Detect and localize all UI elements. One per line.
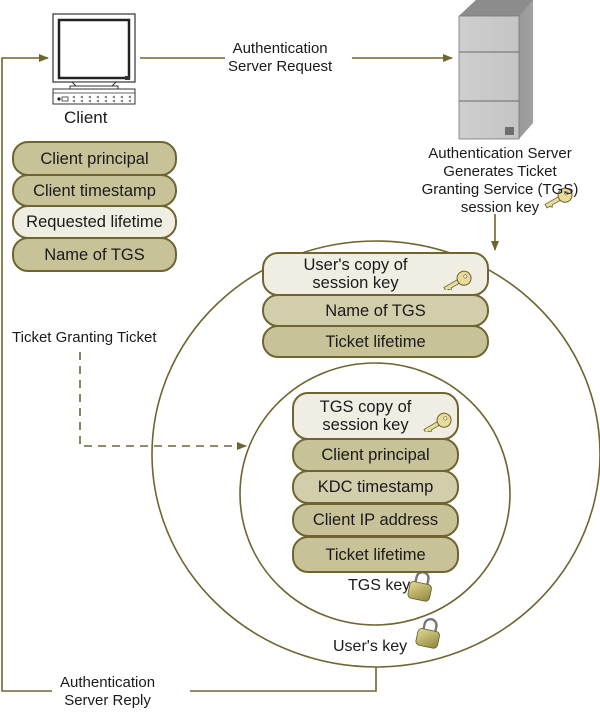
field-ticket-lifetime: Ticket lifetime xyxy=(292,536,459,573)
field-client-ip-address: Client IP address xyxy=(292,503,459,537)
reply-label: Authentication Server Reply xyxy=(60,674,155,710)
server-caption-line: session key xyxy=(460,199,540,216)
field-line: session key xyxy=(322,416,409,434)
server-caption-line: Granting Service (TGS) xyxy=(421,181,579,198)
field-line: session key xyxy=(312,274,399,292)
field-line: User's copy of xyxy=(303,256,408,274)
tgt-dashed-arrow xyxy=(79,352,247,450)
key-icon xyxy=(544,187,573,209)
reply-return-line xyxy=(1,54,52,692)
field-client-principal: Client principal xyxy=(292,438,459,472)
field-ticket-lifetime: Ticket lifetime xyxy=(262,325,489,358)
users-key-envelope-circle xyxy=(151,240,600,668)
client-label: Client xyxy=(64,108,108,127)
server-caption: Authentication Server Generates Ticket G… xyxy=(410,145,590,217)
field-requested-lifetime: Requested lifetime xyxy=(12,205,177,239)
server-tower-icon xyxy=(458,0,533,140)
field-name-of-tgs: Name of TGS xyxy=(12,237,177,272)
reply-label-line2: Server Reply xyxy=(64,692,151,709)
client-computer-icon xyxy=(52,13,136,105)
request-label: Authentication Server Request xyxy=(228,40,332,76)
users-key-label: User's key xyxy=(333,638,408,655)
padlock-icon xyxy=(407,570,432,602)
field-line: TGS copy of xyxy=(319,398,412,416)
key-icon xyxy=(423,412,452,432)
reply-connector-line xyxy=(190,667,377,692)
key-icon xyxy=(443,270,472,290)
padlock-icon xyxy=(415,617,440,649)
tgs-key-label: TGS key xyxy=(348,577,411,594)
tgs-key-envelope-circle xyxy=(239,362,511,626)
field-kdc-timestamp: KDC timestamp xyxy=(292,470,459,504)
tgt-label: Ticket Granting Ticket xyxy=(12,329,157,346)
server-caption-line: Authentication Server xyxy=(428,145,572,162)
server-caption-line: Generates Ticket xyxy=(443,163,557,180)
field-client-principal: Client principal xyxy=(12,141,177,176)
reply-label-line1: Authentication xyxy=(60,674,156,691)
request-label-line1: Authentication xyxy=(232,40,328,57)
field-client-timestamp: Client timestamp xyxy=(12,174,177,207)
request-label-line2: Server Request xyxy=(228,58,333,75)
field-name-of-tgs: Name of TGS xyxy=(262,294,489,327)
field-tgs-session-key: TGS copy of session key xyxy=(292,392,459,440)
